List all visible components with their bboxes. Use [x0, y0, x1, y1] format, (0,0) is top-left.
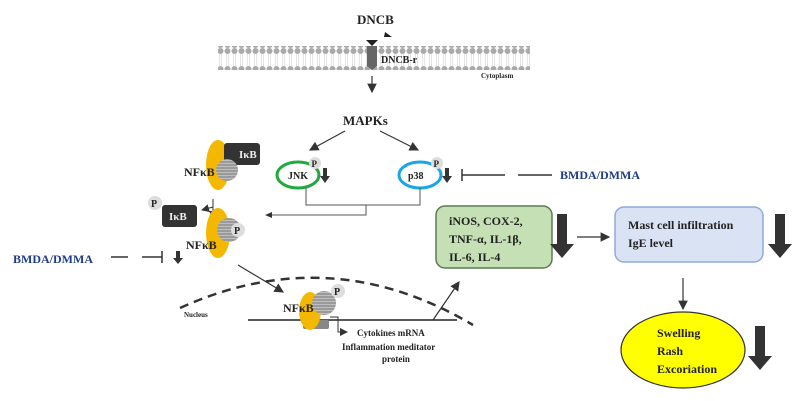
- svg-text:Rash: Rash: [657, 344, 683, 358]
- svg-text:TNF-α, IL-1β,: TNF-α, IL-1β,: [449, 232, 522, 246]
- p38-node: p38 P: [397, 157, 452, 190]
- jnk-node: JNK P: [275, 157, 330, 190]
- svg-text:Mast cell infiltration: Mast cell infiltration: [628, 218, 734, 232]
- nfkb-ikb-complex: NFκB IκB: [184, 140, 260, 190]
- down-arrow-icon: [173, 251, 183, 264]
- svg-text:NFκB: NFκB: [283, 301, 314, 315]
- down-arrow-icon: [442, 168, 452, 183]
- symptoms-ellipse: Swelling Rash Excoriation: [620, 311, 746, 389]
- svg-text:P: P: [312, 159, 318, 169]
- down-arrow-icon: [550, 214, 574, 258]
- receptor-label: DNCB-r: [381, 55, 418, 66]
- dncb-ligand-icon: [384, 32, 392, 37]
- arrow-mapks-p38: [379, 130, 420, 151]
- cytoplasm-label: Cytoplasm: [481, 72, 513, 80]
- arrow-ikb-release: [201, 199, 214, 213]
- down-arrow-icon: [320, 168, 330, 183]
- mapk-convergence-connector: [267, 188, 421, 216]
- svg-text:Excoriation: Excoriation: [657, 362, 717, 376]
- ligand-triangle-icon: [366, 40, 378, 46]
- svg-text:IgE level: IgE level: [628, 236, 674, 250]
- transcript-line-3: protein: [382, 354, 410, 364]
- phospho-ikb: IκB P: [148, 196, 197, 227]
- mapks-label: MAPKs: [343, 113, 388, 128]
- inhibition-nfkb: [111, 251, 163, 263]
- jnk-label: JNK: [288, 171, 308, 182]
- phospho-nfkb: P NFκB: [186, 208, 245, 258]
- transcript-line-2: Inflammation meditator: [342, 342, 435, 352]
- transcript-line-1: Cytokines mRNA: [357, 328, 425, 338]
- svg-text:IκB: IκB: [239, 149, 257, 161]
- receptor-icon: [367, 46, 377, 70]
- svg-text:P: P: [151, 199, 157, 210]
- p38-label: p38: [408, 171, 424, 182]
- svg-text:P: P: [234, 226, 240, 237]
- arrow-to-cytokines: [432, 281, 460, 321]
- inhibition-p38: [461, 169, 552, 181]
- down-arrow-icon: [768, 214, 792, 258]
- down-arrow-icon: [748, 326, 772, 370]
- svg-text:P: P: [434, 159, 440, 169]
- svg-text:IκB: IκB: [169, 211, 187, 223]
- svg-text:NFκB: NFκB: [186, 238, 217, 252]
- svg-text:Swelling: Swelling: [657, 326, 700, 340]
- nuclear-envelope: [179, 276, 474, 327]
- arrow-nuclear-translocation: [237, 264, 285, 293]
- svg-text:iNOS, COX-2,: iNOS, COX-2,: [449, 214, 523, 228]
- svg-text:IL-6, IL-4: IL-6, IL-4: [449, 250, 500, 264]
- nucleus-label: Nucleus: [184, 311, 208, 319]
- phospho-icon: [309, 157, 321, 169]
- inhibitor-label-left: BMDA/DMMA: [13, 252, 93, 266]
- svg-text:NFκB: NFκB: [184, 165, 215, 179]
- svg-text:P: P: [334, 287, 340, 298]
- arrow-mapks-jnk: [308, 130, 346, 151]
- inhibitor-label-right: BMDA/DMMA: [560, 168, 640, 182]
- mast-cell-box: Mast cell infiltration IgE level: [614, 206, 764, 263]
- cytokine-box: iNOS, COX-2, TNF-α, IL-1β, IL-6, IL-4: [435, 205, 553, 269]
- nuclear-nfkb: P NFκB: [283, 284, 345, 330]
- phospho-icon: [431, 157, 443, 169]
- dncb-label: DNCB: [357, 12, 394, 27]
- arrow-transcription: [330, 316, 348, 336]
